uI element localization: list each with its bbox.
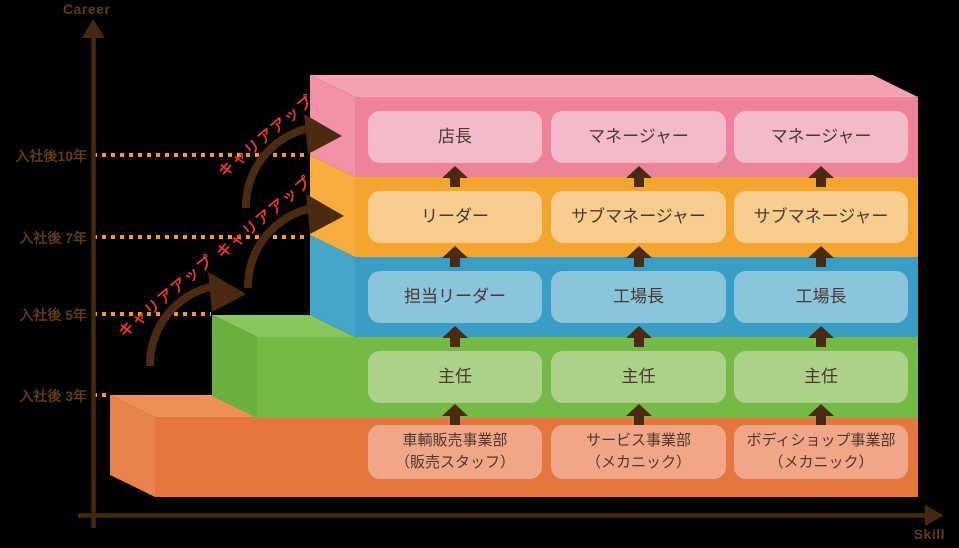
- y-axis-label: Career: [63, 1, 111, 17]
- level-box-col3-5y: 工場長: [734, 271, 908, 323]
- y-axis: [82, 19, 105, 528]
- level-box-col2-10y: マネージャー: [551, 111, 726, 163]
- up-arrow: [626, 166, 652, 187]
- layer-green-top: [212, 315, 355, 337]
- dept-subtitle: （販売スタッフ）: [394, 454, 515, 471]
- dept-box-col3: ボディショップ事業部 （メカニック）: [734, 425, 908, 479]
- up-arrow: [442, 326, 468, 347]
- x-axis: [78, 505, 944, 526]
- level-box-col3-3y: 主任: [734, 351, 908, 403]
- tick-10y: 入社後10年: [15, 148, 87, 164]
- layer-pink-side: [310, 75, 355, 177]
- level-box-col3-7y: サブマネージャー: [734, 191, 908, 243]
- layer-orange-top: [110, 395, 257, 417]
- tick-7y: 入社後 7年: [19, 230, 87, 246]
- y-axis-arrowhead: [82, 19, 105, 38]
- up-arrow: [626, 326, 652, 347]
- layer-orange-side: [110, 395, 155, 497]
- level-box-col2-7y: サブマネージャー: [551, 191, 726, 243]
- up-arrow: [442, 404, 468, 425]
- layer-green-side: [212, 315, 257, 418]
- layer-pink-top: [310, 75, 918, 97]
- level-box-col1-3y: 主任: [368, 351, 542, 403]
- layer-blue-side: [310, 235, 355, 337]
- dept-name: ボディショップ事業部: [746, 432, 896, 450]
- up-arrow: [442, 246, 468, 267]
- x-axis-label: Skill: [913, 526, 945, 542]
- layer-yellow-side: [310, 155, 355, 257]
- tick-5y: 入社後 5年: [19, 307, 87, 323]
- up-arrow: [626, 246, 652, 267]
- level-box-col2-5y: 工場長: [551, 271, 726, 323]
- up-arrow: [808, 166, 834, 187]
- level-box-col1-5y: 担当リーダー: [368, 271, 542, 323]
- tick-3y: 入社後 3年: [19, 388, 87, 404]
- level-box-col3-10y: マネージャー: [734, 111, 908, 163]
- up-arrow: [808, 246, 834, 267]
- dept-subtitle: （メカニック）: [768, 454, 874, 471]
- dept-box-col1: 車輌販売事業部 （販売スタッフ）: [368, 425, 542, 479]
- up-arrow: [626, 404, 652, 425]
- dept-subtitle: （メカニック）: [585, 454, 691, 471]
- level-box-col1-7y: リーダー: [368, 191, 542, 243]
- up-arrow: [442, 166, 468, 187]
- up-arrow: [808, 326, 834, 347]
- x-axis-arrowhead: [925, 505, 944, 526]
- level-box-col1-10y: 店長: [368, 111, 542, 163]
- dept-box-col2: サービス事業部 （メカニック）: [551, 425, 726, 479]
- promotion-arrows: [442, 166, 834, 425]
- dept-name: サービス事業部: [585, 432, 691, 450]
- dept-name: 車輌販売事業部: [402, 432, 508, 450]
- level-box-col2-3y: 主任: [551, 351, 726, 403]
- up-arrow: [808, 404, 834, 425]
